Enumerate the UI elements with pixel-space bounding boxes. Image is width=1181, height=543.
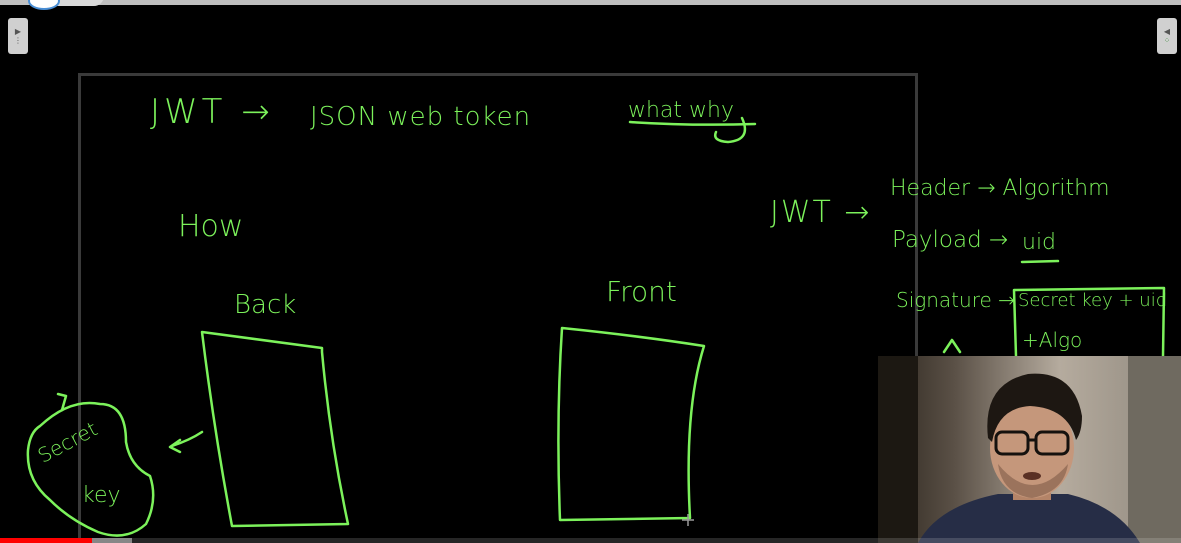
panel-grip-icon: ⁘ xyxy=(1163,36,1171,45)
video-progress-bar[interactable] xyxy=(0,538,1181,543)
how-text: How xyxy=(178,209,244,244)
header-line: Header → Algorithm xyxy=(890,176,1110,201)
secret-key-tick xyxy=(56,392,68,412)
jwt-title: JWT → xyxy=(150,92,274,132)
back-to-key-arrow xyxy=(168,430,204,454)
back-server-box xyxy=(200,330,350,528)
json-web-token-text: JSON web token xyxy=(310,102,532,132)
signature-arrow-mark xyxy=(942,338,962,354)
video-buffer-bar xyxy=(92,538,133,543)
video-progress-fill xyxy=(0,538,93,543)
what-why-underline xyxy=(628,120,757,126)
what-why-text: what why xyxy=(628,98,734,123)
cursor-crosshair-icon xyxy=(682,514,694,526)
top-pill-button[interactable] xyxy=(28,0,104,6)
collapse-right-icon: ◀ xyxy=(1163,27,1171,36)
presenter-webcam xyxy=(878,356,1181,543)
left-panel-toggle[interactable]: ▶ ⋮ xyxy=(8,18,28,54)
payload-label: Payload → xyxy=(892,227,1009,253)
top-toolbar-strip xyxy=(0,0,1181,5)
secret-key-line2: key xyxy=(82,483,121,508)
signature-box-line2: +Algo xyxy=(1022,328,1083,352)
right-panel-toggle[interactable]: ◀ ⁘ xyxy=(1157,18,1177,54)
front-label: Front xyxy=(606,275,677,308)
secret-key-blob xyxy=(26,401,155,537)
collapse-left-icon: ▶ xyxy=(14,27,22,36)
signature-box-line1: Secret key + uid xyxy=(1018,290,1168,311)
payload-value: uid xyxy=(1022,230,1057,255)
front-client-box xyxy=(557,326,706,522)
back-label: Back xyxy=(234,290,297,320)
whiteboard-frame xyxy=(78,73,918,543)
webcam-person xyxy=(878,356,1181,543)
signature-label: Signature → xyxy=(896,288,1015,312)
jwt-breakdown-prefix: JWT → xyxy=(770,195,872,230)
panel-grip-icon: ⋮ xyxy=(14,36,22,45)
why-hook xyxy=(714,116,747,144)
signature-box xyxy=(1012,286,1166,358)
uid-underline xyxy=(1020,259,1060,264)
